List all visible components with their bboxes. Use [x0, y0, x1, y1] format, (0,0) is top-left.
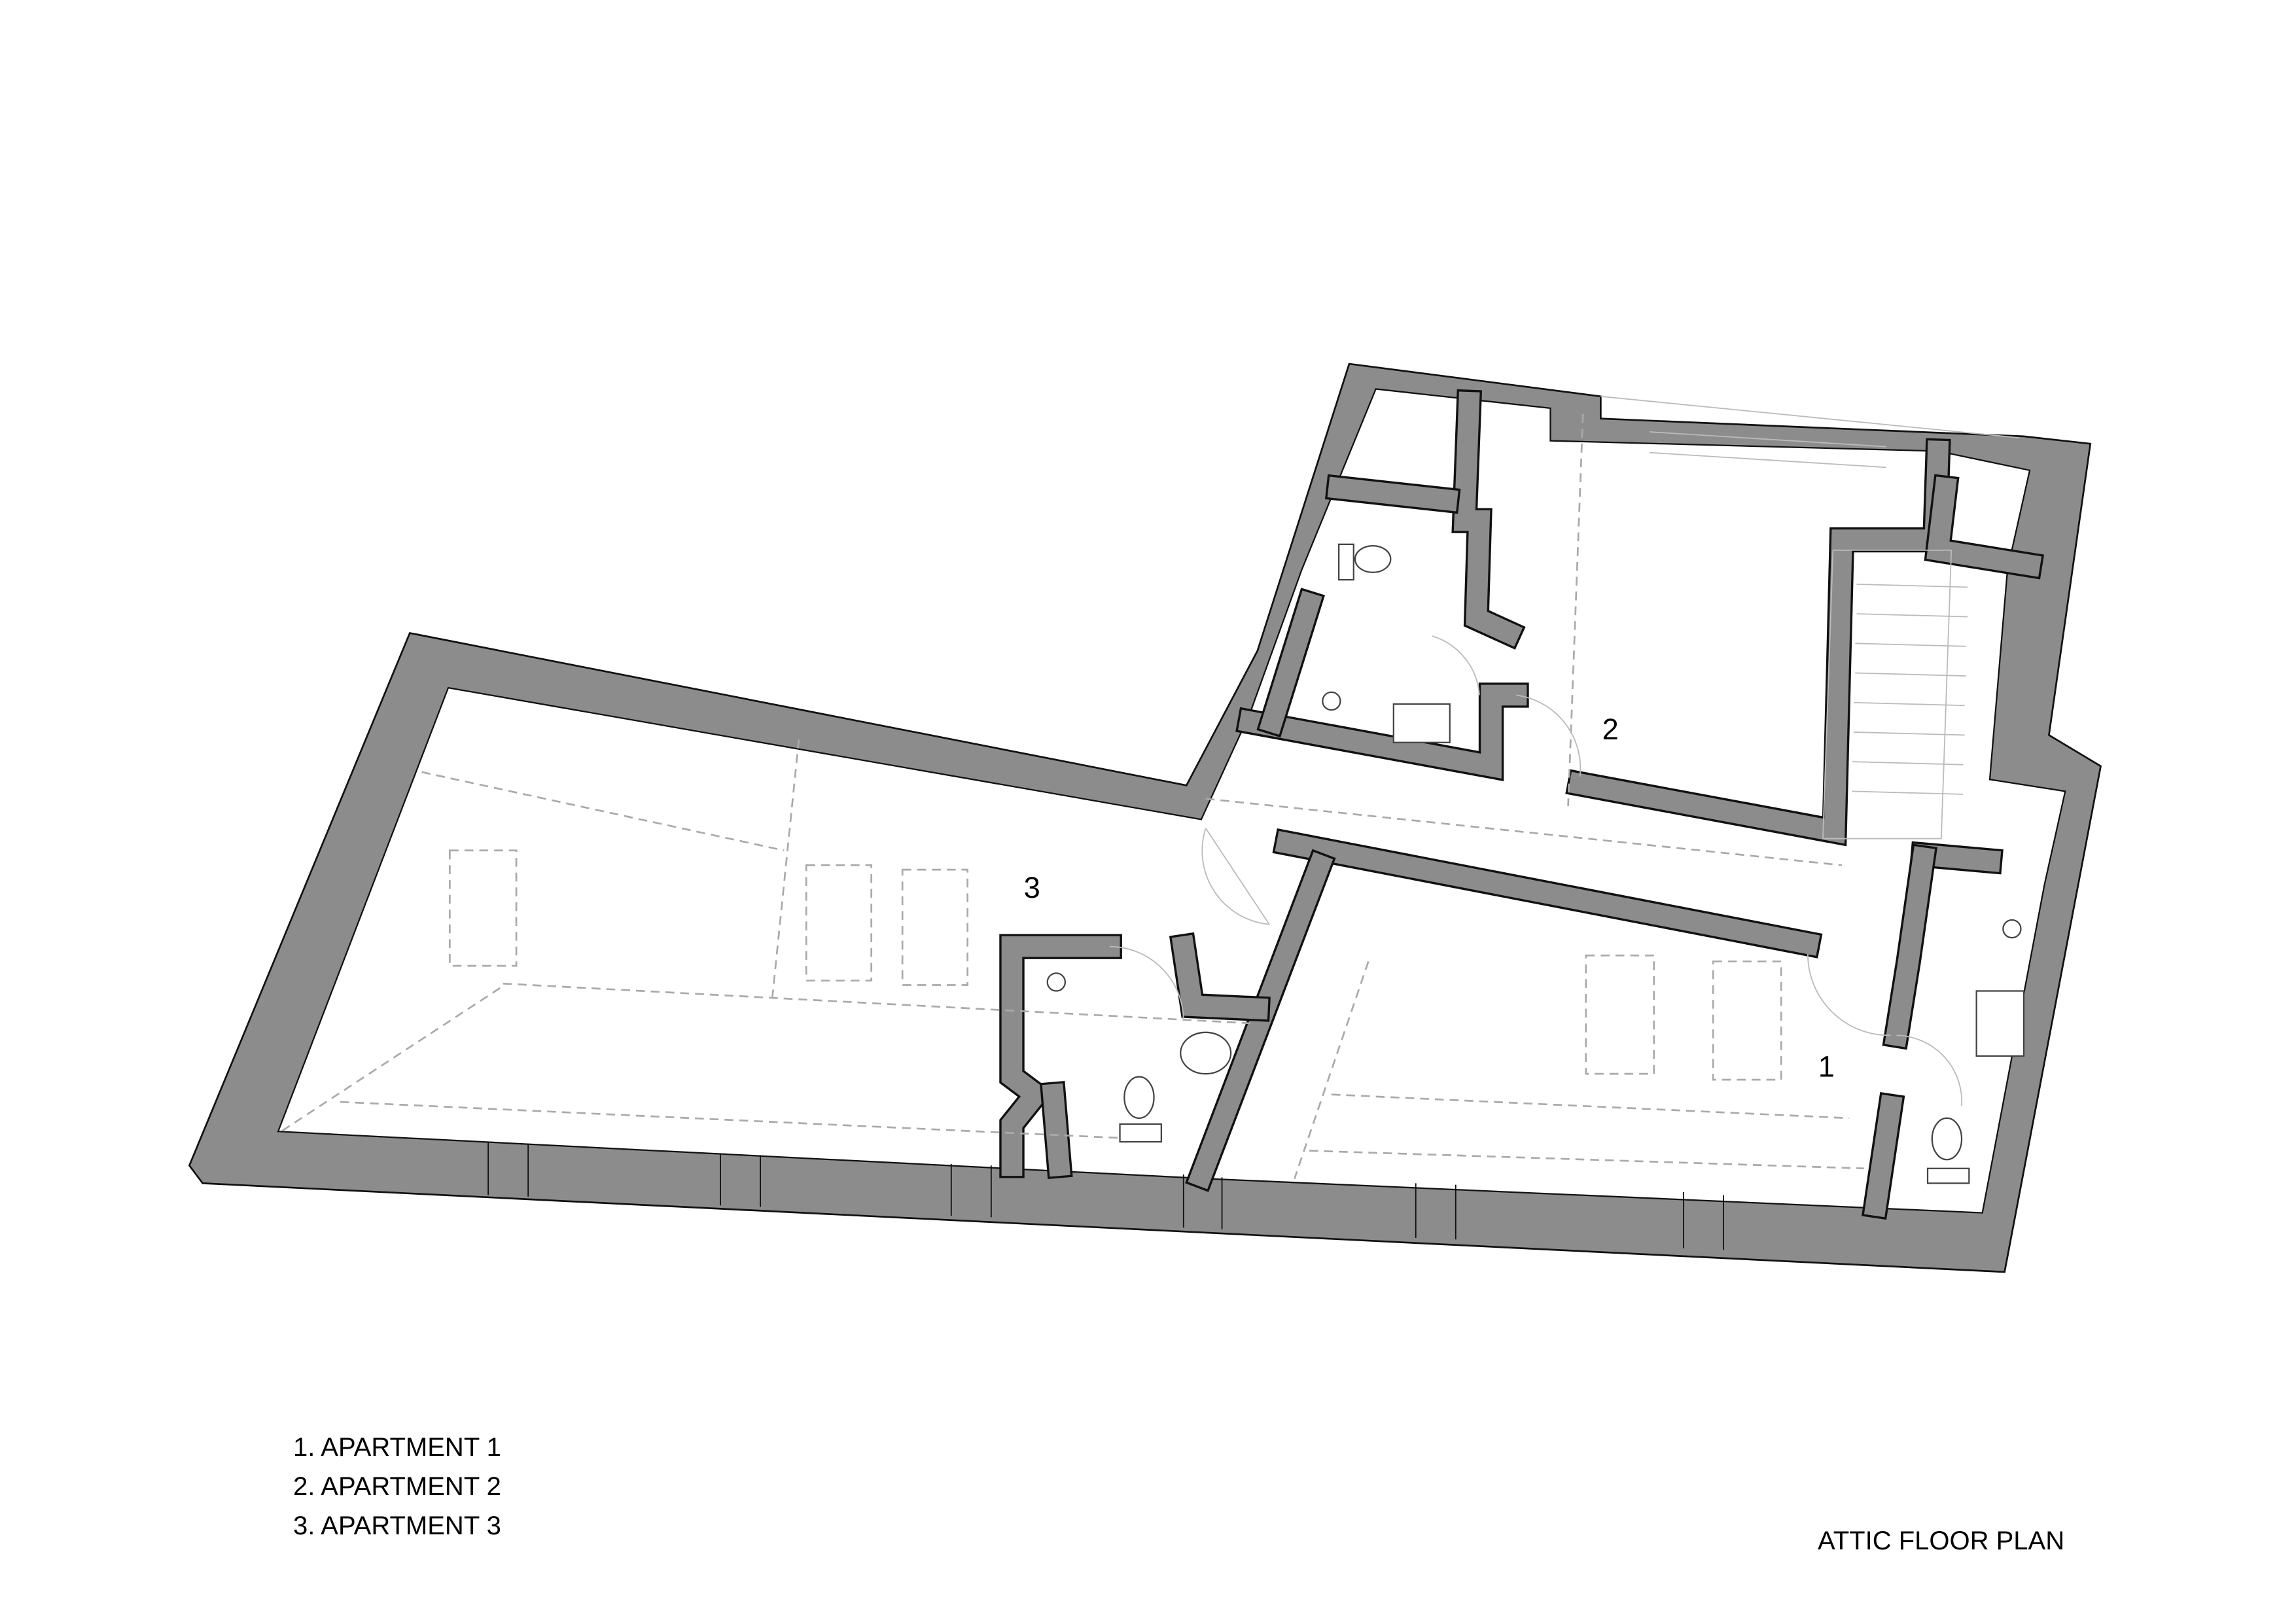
- room-label-apartment-3: 3: [1024, 871, 1040, 904]
- staircase: [1822, 549, 1968, 839]
- north-window: [1600, 395, 2020, 468]
- legend-item-apartment-2: 2. APARTMENT 2: [293, 1472, 501, 1501]
- doors: [1109, 635, 1963, 1106]
- skylights: [448, 849, 1782, 1081]
- south-wall-joints: [487, 1142, 1724, 1250]
- legend-item-apartment-3: 3. APARTMENT 3: [293, 1511, 501, 1540]
- bathroom-fixtures: [1046, 543, 2025, 1184]
- legend: 1. APARTMENT 1 2. APARTMENT 2 3. APARTME…: [293, 1428, 501, 1545]
- room-label-apartment-2: 2: [1602, 713, 1619, 746]
- plan-title: ATTIC FLOOR PLAN: [1818, 1527, 2065, 1555]
- room-label-apartment-1: 1: [1818, 1050, 1835, 1084]
- legend-item-apartment-1: 1. APARTMENT 1: [293, 1433, 501, 1462]
- interior-walls: [999, 389, 2045, 1220]
- roof-beams: [280, 414, 1864, 1180]
